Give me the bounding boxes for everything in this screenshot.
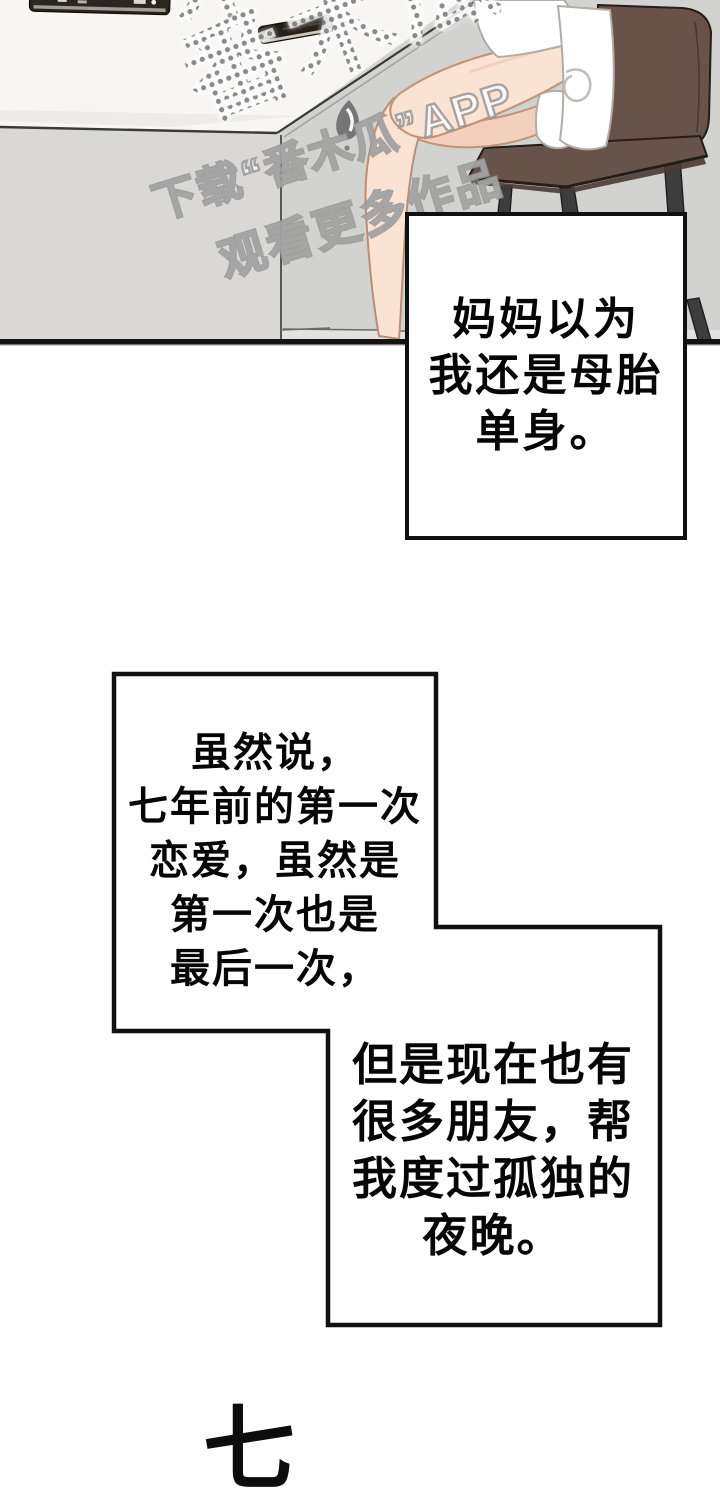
chair-back-fold-line bbox=[694, 21, 700, 133]
narration-line: 很多朋友，帮 bbox=[351, 1096, 634, 1147]
panel-bottom-line bbox=[0, 339, 720, 345]
narration-text-3: 但是现在也有 很多朋友，帮 我度过孤独的 夜晚。 bbox=[326, 949, 660, 1351]
narration-line: 我度过孤独的 bbox=[351, 1153, 634, 1204]
garment-swirl-shading bbox=[563, 68, 592, 103]
person-shin bbox=[364, 96, 428, 341]
laptop bbox=[28, 0, 171, 16]
counter-front-edge-line bbox=[0, 125, 278, 135]
narration-line: 夜晚。 bbox=[422, 1210, 564, 1261]
narration-line: 七年前的第一次 bbox=[128, 785, 422, 829]
person-thigh bbox=[389, 40, 569, 139]
illustration-panel bbox=[0, 0, 720, 346]
person bbox=[364, 0, 615, 341]
narration-line: 我还是母胎 bbox=[428, 351, 664, 400]
counter-corner-bevel-line bbox=[283, 12, 471, 138]
chair-seat-shadow bbox=[470, 158, 706, 194]
narration-line: 最后一次， bbox=[170, 947, 380, 991]
narration-box-outlines bbox=[111, 212, 687, 1328]
chair bbox=[466, 3, 713, 344]
narration-line: 但是现在也有 bbox=[351, 1039, 634, 1090]
counter-corner-edge-line bbox=[276, 0, 478, 134]
person-garment-drape bbox=[556, 4, 615, 151]
narration-line: 恋爱，虽然是 bbox=[149, 839, 401, 883]
chair-seat-edge bbox=[467, 154, 708, 189]
narration-line: 妈妈以为 bbox=[452, 295, 640, 344]
papaya-logo-icon bbox=[336, 100, 359, 151]
narration-line: 虽然说， bbox=[191, 731, 359, 775]
narration-box-1 bbox=[405, 212, 687, 540]
counter-top bbox=[0, 0, 462, 133]
narration-text-1: 妈妈以为 我还是母胎 单身。 bbox=[405, 212, 687, 540]
narration-text-2: 虽然说， 七年前的第一次 恋爱，虽然是 第一次也是 最后一次， bbox=[112, 682, 438, 1040]
narration-line: 第一次也是 bbox=[170, 893, 380, 937]
counter-front bbox=[0, 127, 281, 341]
phone bbox=[257, 14, 334, 45]
counter-top-shade bbox=[0, 110, 300, 127]
narration-line: 单身。 bbox=[475, 407, 617, 456]
narration-box-2-3-union bbox=[111, 671, 663, 1328]
counter-side-bottom-line bbox=[280, 327, 331, 331]
